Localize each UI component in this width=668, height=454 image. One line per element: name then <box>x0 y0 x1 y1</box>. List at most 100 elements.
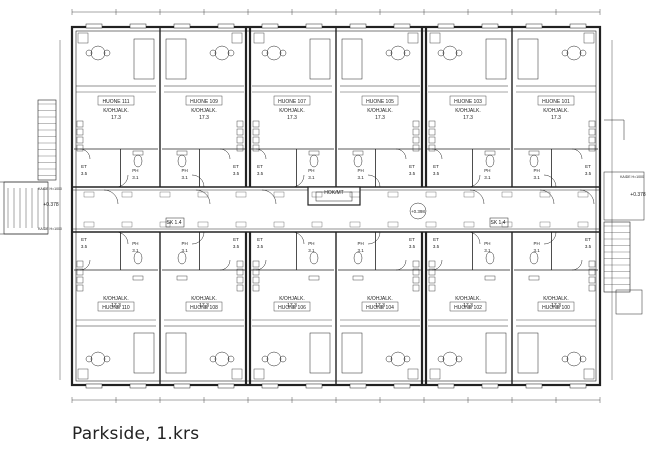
level-center-label: +0.398 <box>411 209 425 214</box>
bed-outline <box>165 332 187 374</box>
door-swing <box>219 148 231 160</box>
window-mark <box>525 383 543 389</box>
sink-fixture <box>308 150 320 156</box>
chair-circle <box>561 49 569 57</box>
ph-label: PH <box>132 241 138 246</box>
window-mark <box>217 383 235 389</box>
room-name: HUONE 107 <box>278 99 306 105</box>
window-mark <box>85 383 103 389</box>
corridor-door-swing <box>579 189 595 205</box>
table-circle <box>266 45 282 61</box>
room-name-box <box>97 301 135 312</box>
chair-circle <box>279 49 287 57</box>
window-mark <box>305 23 323 29</box>
ph-label: PH <box>484 241 490 246</box>
window-mark <box>349 23 367 29</box>
balcony-fixture <box>429 368 441 380</box>
table-circle <box>266 351 282 367</box>
cabinet-box <box>236 284 244 292</box>
et-label: ET <box>409 164 415 169</box>
corridor-tag <box>83 221 95 228</box>
kitchen-label: K/OHJALK. <box>103 108 129 114</box>
et-area: 3.5 <box>233 244 240 249</box>
et-area: 3.5 <box>257 244 264 249</box>
corridor-tag <box>577 221 589 228</box>
toilet-fixture <box>177 154 187 168</box>
entry-door-swing <box>467 174 481 188</box>
corridor-door-swing <box>103 189 119 205</box>
cabinet-box <box>236 260 244 268</box>
bed-outline <box>485 332 507 374</box>
kitchen-area: 17.3 <box>551 115 561 121</box>
bed-outline <box>309 38 331 80</box>
table-circle <box>214 351 230 367</box>
room-name-box <box>185 301 223 312</box>
ph-label: PH <box>484 168 490 173</box>
cabinet-box <box>76 260 84 268</box>
cabinet-box <box>412 260 420 268</box>
corridor-tag <box>159 191 171 198</box>
window-mark <box>525 23 543 29</box>
chair-circle <box>437 355 445 363</box>
entry-door-swing <box>467 231 481 245</box>
ph-area: 3.1 <box>358 175 365 180</box>
cabinet-box <box>412 284 420 292</box>
cabinet-box <box>236 128 244 136</box>
toilet-fixture <box>133 251 143 265</box>
plan-caption: Parkside, 1.krs <box>72 424 200 444</box>
sink-fixture <box>132 275 144 281</box>
window-mark <box>261 23 279 29</box>
bed-outline <box>517 38 539 80</box>
cabinet-box <box>428 260 436 268</box>
chair-circle <box>227 49 235 57</box>
et-area: 3.5 <box>585 171 592 176</box>
chair-circle <box>437 49 445 57</box>
cabinet-box <box>252 268 260 276</box>
corridor-tag <box>349 191 361 198</box>
window-mark <box>85 23 103 29</box>
cabinet-box <box>588 268 596 276</box>
kitchen-label: K/OHJALK. <box>455 296 481 302</box>
ph-label: PH <box>534 168 540 173</box>
window-mark <box>393 23 411 29</box>
chair-circle <box>403 49 411 57</box>
door-swing <box>571 148 583 160</box>
chair-circle <box>561 355 569 363</box>
ph-label: PH <box>132 168 138 173</box>
et-label: ET <box>257 164 263 169</box>
ph-area: 3.1 <box>308 175 315 180</box>
entry-door-swing <box>115 231 129 245</box>
cabinet-box <box>252 284 260 292</box>
et-area: 3.5 <box>409 171 416 176</box>
window-mark <box>173 383 191 389</box>
bed-outline <box>485 38 507 80</box>
cabinet-box <box>76 120 84 128</box>
room-name: HUONE 100 <box>542 305 570 311</box>
kitchen-label: K/OHJALK. <box>543 296 569 302</box>
balcony-fixture <box>253 32 265 44</box>
cabinet-box <box>76 136 84 144</box>
sink-fixture <box>132 150 144 156</box>
window-mark <box>173 23 191 29</box>
kitchen-area: 17.3 <box>111 303 121 309</box>
sk-left-label: SK 1.4 <box>166 220 181 226</box>
door-swing <box>79 259 91 271</box>
cabinet-box <box>428 128 436 136</box>
kitchen-area: 17.3 <box>463 303 473 309</box>
corridor-tag <box>121 221 133 228</box>
bed-outline <box>133 332 155 374</box>
corridor-tag <box>425 191 437 198</box>
kitchen-area: 17.3 <box>463 115 473 121</box>
window-mark <box>569 23 587 29</box>
cabinet-box <box>412 276 420 284</box>
corridor-tag <box>425 221 437 228</box>
table-circle <box>390 45 406 61</box>
sink-fixture <box>528 275 540 281</box>
door-swing <box>571 259 583 271</box>
corridor-tag <box>463 191 475 198</box>
room-name: HUONE 111 <box>102 99 129 105</box>
et-area: 3.5 <box>585 244 592 249</box>
room-name: HUONE 106 <box>278 305 306 311</box>
et-label: ET <box>409 237 415 242</box>
balcony-fixture <box>77 32 89 44</box>
